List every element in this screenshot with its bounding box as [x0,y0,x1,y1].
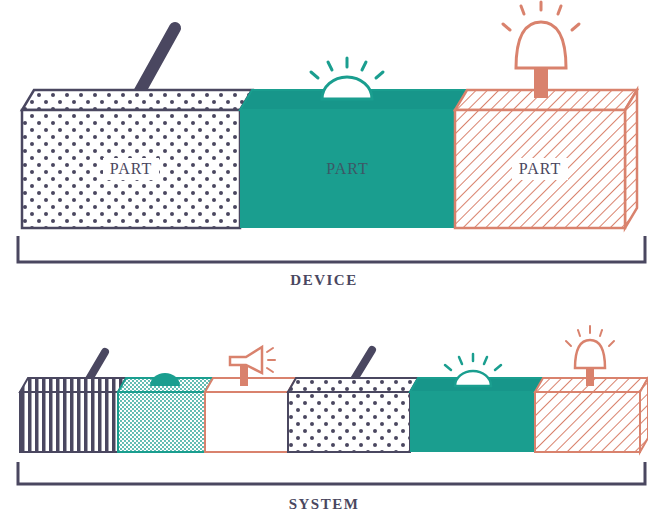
megaphone-symbol [230,347,275,386]
siren-symbol [534,66,548,98]
lamp-symbol [362,62,366,70]
dotted-block [288,378,418,452]
dotted-block [288,378,418,392]
siren-symbol [566,326,614,386]
megaphone-symbol [230,347,262,373]
dotted-block [22,90,252,228]
part-label: PART [512,158,568,180]
siren-symbol [540,2,543,10]
siren-symbol [503,2,579,98]
siren-symbol [566,341,571,346]
megaphone-symbol [268,359,275,361]
lamp-symbol [455,371,491,386]
lamp-symbol [311,72,318,78]
siren-symbol [578,330,580,336]
siren-symbol [521,6,524,14]
teal-block [410,392,535,452]
lamp-symbol [322,77,372,99]
stippled-block [118,373,213,452]
teal-block [240,90,467,228]
teal-block [410,378,543,452]
hatched-block [625,90,637,228]
lamp-symbol [484,357,487,364]
part-box: PART [240,110,455,228]
hatched-block [535,378,648,452]
lamp-symbol [328,62,332,70]
striped-block [20,378,126,452]
hatched-block [455,110,625,228]
striped-block [20,378,126,392]
lamp-symbol [376,72,383,78]
lamp-symbol [459,357,462,364]
siren-symbol [575,340,605,368]
part-box: PART [22,110,240,228]
part-box: PART [455,110,625,228]
siren-symbol [503,24,510,30]
siren-symbol [558,6,561,14]
siren-symbol [609,341,614,346]
hatched-block [455,90,637,228]
siren-symbol [516,22,566,68]
part-label: PART [319,158,375,180]
hatched-block [535,392,640,452]
system-bracket [18,462,645,484]
system-bracket [18,462,645,484]
hatched-block [640,378,648,452]
device-bracket [18,236,645,262]
plain-block [205,378,296,452]
megaphone-symbol [267,368,273,372]
stippled-block [118,392,205,452]
plain-block [205,378,296,392]
lamp-symbol [472,354,475,361]
device-bracket [18,236,645,262]
dotted-block [288,392,410,452]
lamp-symbol [495,365,501,370]
striped-block [20,392,118,452]
dotted-block [22,90,252,110]
stippled-block [150,373,180,386]
teal-block [240,110,455,228]
group-caption: SYSTEM [0,496,648,513]
lamp-symbol [311,58,383,99]
siren-symbol [600,330,602,336]
part-label: PART [103,158,159,180]
dotted-block [22,110,240,228]
lamp-symbol [445,365,451,370]
plain-block [205,392,288,452]
megaphone-symbol [240,366,248,386]
megaphone-symbol [267,348,273,352]
lamp-symbol [346,58,349,67]
siren-symbol [572,24,579,30]
lamp-symbol [445,354,501,386]
group-caption: DEVICE [0,272,648,289]
siren-symbol [589,326,591,333]
